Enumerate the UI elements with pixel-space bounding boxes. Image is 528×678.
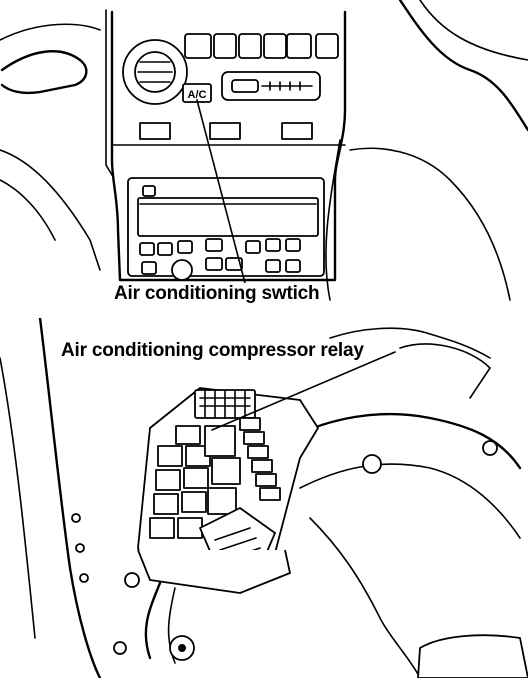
ac-button-text: A/C: [188, 89, 207, 101]
left-dash-lower-2: [0, 179, 56, 241]
ac-switch-label: Air conditioning swtich: [113, 283, 321, 305]
engine-bay-view: [0, 318, 528, 678]
wiring-harness: [144, 581, 162, 660]
right-dash-curve: [419, 0, 528, 61]
right-seat-contour: [349, 147, 511, 301]
relay-box: [137, 387, 319, 594]
battery-tray: [309, 517, 421, 678]
hood-hinge: [329, 327, 491, 359]
top-vent-row: [184, 33, 339, 59]
right-dash-contour: [398, 0, 528, 132]
strut-tower-top: [288, 412, 522, 470]
dashboard-illustration: A/C: [0, 0, 528, 301]
compressor-relay-label: Air conditioning compressor relay: [60, 340, 365, 362]
left-dash-curve: [0, 23, 101, 41]
left-dash-lower: [0, 149, 101, 271]
engine-bay-illustration: [0, 318, 528, 678]
ac-switch-leader-line: [196, 99, 246, 284]
fan-dial[interactable]: [122, 39, 188, 105]
compressor-relay-leader-line: [211, 351, 396, 431]
left-fender-edge: [38, 318, 102, 678]
temperature-slider[interactable]: [221, 71, 321, 101]
hood-hinge-lower: [399, 343, 491, 399]
bottom-right-bracket: [417, 634, 528, 678]
strut-tower-edge: [299, 463, 521, 539]
console-housing: [110, 10, 347, 282]
ac-button[interactable]: A/C: [182, 83, 212, 103]
console-housing-inner: [105, 9, 113, 176]
dashboard-view: A/C: [0, 0, 528, 310]
left-dash-contour: [0, 50, 88, 95]
left-fender-inner: [0, 357, 36, 639]
radio-head-unit: [127, 177, 325, 281]
switch-row: [112, 122, 346, 146]
